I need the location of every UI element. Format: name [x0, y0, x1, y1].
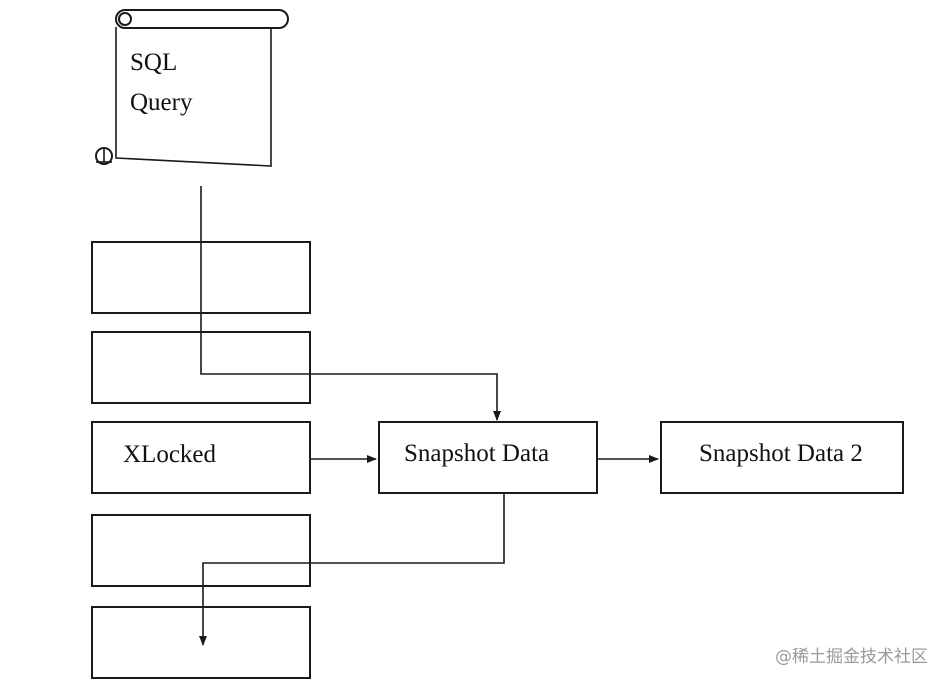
- query-to-snapshot-arrow: [200, 186, 501, 421]
- snapshot-data-2-label: Snapshot Data 2: [699, 440, 863, 467]
- data-page-box-4: [91, 514, 311, 587]
- xlocked-label: XLocked: [123, 441, 217, 468]
- snapshot-data-2-box: [660, 421, 904, 494]
- snapshot-data-label: Snapshot Data: [404, 440, 549, 467]
- snapshot-to-lower-page-arrow: [199, 494, 505, 646]
- sql-query-label-line2: Query: [130, 89, 193, 116]
- data-page-box-5: [91, 606, 311, 679]
- snapshot-data-box: [378, 421, 598, 494]
- sql-query-label-line1: SQL: [130, 49, 177, 76]
- xlocked-box: [91, 421, 311, 494]
- sql-query-scroll: SQL Query: [95, 9, 289, 167]
- watermark-text: @稀土掘金技术社区: [775, 647, 928, 667]
